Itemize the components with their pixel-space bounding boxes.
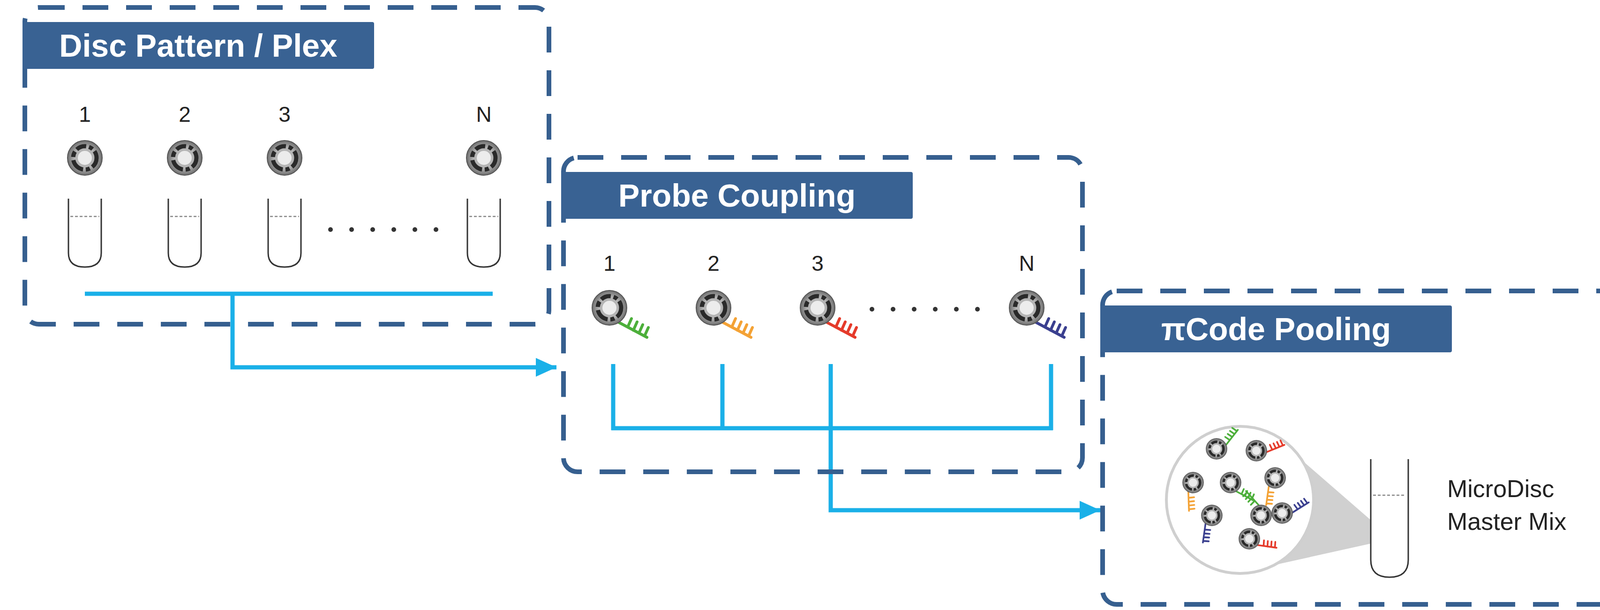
- dashed-border: [1102, 291, 1600, 605]
- step-number: 1: [603, 250, 616, 277]
- flow-arrow: [232, 326, 557, 368]
- group-title: Disc Pattern / Plex: [59, 27, 338, 64]
- group-header: πCode Pooling: [1100, 305, 1452, 353]
- probe-comb: [721, 318, 753, 338]
- dot: [890, 307, 896, 312]
- group-header: Disc Pattern / Plex: [22, 22, 375, 69]
- collector-stem: [828, 428, 834, 475]
- tube-icon: [168, 198, 202, 268]
- group-box: πCode Pooling: [1100, 288, 1600, 608]
- collector-stem: [230, 293, 235, 327]
- pooled-disc: [1260, 467, 1286, 507]
- step-number: 3: [278, 101, 291, 128]
- disc-icon: [1206, 438, 1227, 460]
- collector-drop: [611, 364, 616, 431]
- probe-comb: [1180, 490, 1200, 512]
- pooled-disc: [1180, 472, 1204, 512]
- pooled-disc: [1241, 490, 1272, 526]
- collector-lines: [611, 364, 1053, 475]
- dot: [391, 227, 397, 233]
- probe-comb: [1264, 437, 1285, 459]
- disc-icon: [1264, 467, 1286, 489]
- tube-icon: [1370, 459, 1409, 578]
- pooled-disc: [1206, 427, 1239, 460]
- collector-drop: [1049, 364, 1054, 431]
- disc-icon: [1009, 290, 1045, 326]
- group-title: Probe Coupling: [618, 177, 856, 214]
- dot: [328, 227, 333, 233]
- disc-icon: [1220, 472, 1241, 494]
- dot: [869, 307, 875, 312]
- tube-icon: [268, 198, 301, 268]
- dot: [911, 307, 917, 312]
- tube-icon: [467, 198, 501, 268]
- step-number: 2: [178, 101, 191, 128]
- disc-icon: [1239, 528, 1260, 550]
- group-title: πCode Pooling: [1161, 310, 1391, 348]
- dot: [932, 307, 938, 312]
- dashed-border: [24, 7, 549, 325]
- group-box: Probe Coupling: [561, 155, 1085, 475]
- dot: [433, 227, 439, 233]
- disc-icon: [696, 290, 731, 326]
- dot: [412, 227, 418, 233]
- output-label: MicroDisc Master Mix: [1447, 472, 1593, 539]
- disc-icon: [1246, 440, 1267, 462]
- group-header: Probe Coupling: [561, 172, 913, 219]
- dashed-border: [563, 157, 1083, 473]
- step-number: N: [1018, 250, 1035, 277]
- probe-comb: [1035, 318, 1066, 338]
- step-number: N: [475, 101, 492, 128]
- pooled-disc: [1239, 528, 1278, 555]
- disc-icon: [167, 140, 203, 176]
- step-number: 2: [707, 250, 720, 277]
- disc-icon: [1271, 503, 1293, 524]
- pooled-disc: [1196, 505, 1223, 544]
- disc-icon: [67, 140, 103, 176]
- pooled-disc: [1271, 496, 1310, 524]
- fill-level: [1373, 495, 1406, 497]
- tube-icon: [68, 198, 102, 268]
- ellipsis-dots: [328, 227, 439, 233]
- disc-icon: [267, 140, 302, 176]
- dot: [975, 307, 980, 312]
- collector-drop: [720, 364, 725, 431]
- flow-arrow: [830, 474, 1101, 511]
- group-box: Disc Pattern / Plex: [22, 5, 552, 327]
- probe-comb: [1290, 496, 1309, 519]
- dot: [349, 227, 354, 233]
- probe-comb: [826, 318, 857, 338]
- collector-drop: [828, 364, 834, 431]
- dot: [370, 227, 376, 233]
- disc-icon: [800, 290, 835, 326]
- disc-icon: [592, 290, 627, 326]
- step-number: 1: [78, 101, 91, 128]
- ellipsis-dots: [869, 307, 980, 312]
- probe-comb: [617, 318, 649, 338]
- collector-bar: [84, 292, 493, 297]
- disc-icon: [1182, 472, 1204, 494]
- step-number: 3: [811, 250, 824, 277]
- dot: [953, 307, 959, 312]
- disc-icon: [466, 140, 502, 176]
- disc-icon: [1250, 505, 1272, 526]
- zoom-circle: [1166, 426, 1314, 574]
- pooled-disc: [1246, 437, 1285, 462]
- disc-icon: [1201, 505, 1223, 526]
